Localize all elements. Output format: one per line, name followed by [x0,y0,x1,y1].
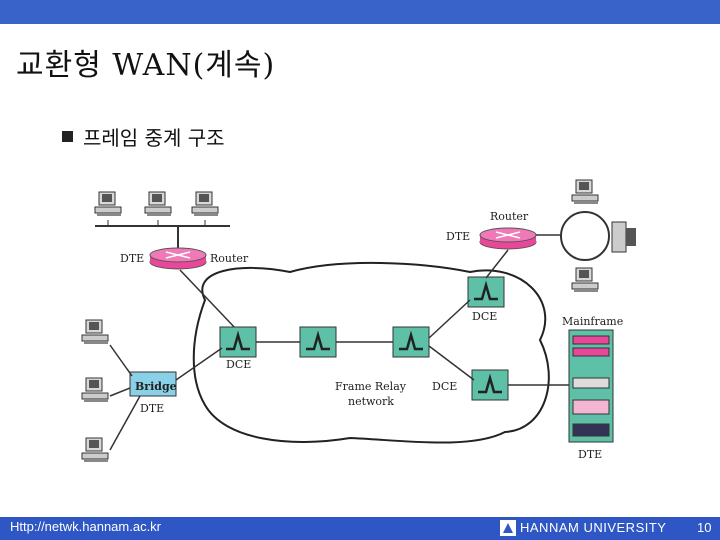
bullet-item: 프레임 중계 구조 [62,122,225,151]
footer-bar: Http://netwk.hannam.ac.kr HANNAM UNIVERS… [0,517,720,540]
label-dte-bridge: DTE [140,402,164,415]
dce-middle-icon [298,325,338,359]
label-dte-mainframe: DTE [578,448,602,461]
label-dce-top-right: DCE [472,310,497,323]
top-bar [0,0,720,24]
university-logo-icon [500,520,516,536]
dce-top-right-icon [466,275,506,309]
router-right-icon [479,227,537,250]
label-router-left: Router [210,252,249,265]
label-dce-left: DCE [226,358,251,371]
page-number: 10 [697,520,712,535]
label-router-right: Router [490,210,529,223]
computer-icon [571,179,599,205]
token-ring [560,211,610,261]
label-network-line2: network [348,395,394,408]
label-dte-right-top: DTE [446,230,470,243]
computer-icon [81,377,109,403]
footer-university: HANNAM UNIVERSITY [520,520,667,535]
label-dte-left: DTE [120,252,144,265]
label-network-line1: Frame Relay [335,380,407,393]
computer-icon [571,267,599,293]
router-left-icon [149,247,207,270]
computer-icon [191,191,219,217]
computer-icon [144,191,172,217]
dce-right-icon [470,368,510,402]
bullet-square-icon [62,131,73,142]
label-dce-right: DCE [432,380,457,393]
computer-icon [81,319,109,345]
bullet-text: 프레임 중계 구조 [83,126,225,150]
label-bridge: Bridge [135,380,177,393]
dce-left-icon [218,325,258,359]
slide-title: 교환형 WAN(계속) [16,48,276,83]
label-mainframe: Mainframe [562,315,623,328]
dce-center-icon [391,325,431,359]
bridge-icon [129,371,177,397]
printer-icon [611,221,627,253]
computer-icon [81,437,109,463]
computer-icon [94,191,122,217]
footer-url[interactable]: Http://netwk.hannam.ac.kr [10,519,162,534]
network-cloud [192,261,550,444]
